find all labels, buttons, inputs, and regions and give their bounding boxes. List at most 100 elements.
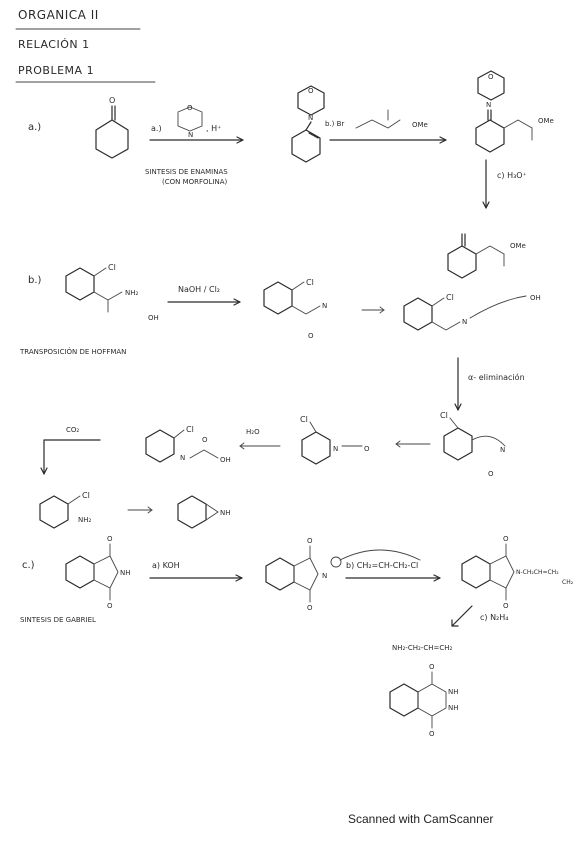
morpholine-n: N xyxy=(188,131,193,139)
phthalimide-o-bottom: O xyxy=(107,602,113,610)
hydrazine-reagent: c) N₂H₄ xyxy=(480,613,508,622)
hofmann-caption: TRANSPOSICIÓN DE HOFFMAN xyxy=(19,347,126,356)
co2-label: CO₂ xyxy=(66,426,79,434)
bromoester-chain xyxy=(355,119,401,129)
final-ester: OMe xyxy=(510,242,526,250)
nitrene-n: N xyxy=(500,446,505,454)
nchloro-o: O xyxy=(308,332,314,340)
isocyanate-cl: Cl xyxy=(300,415,308,424)
arrow-b2-head xyxy=(379,306,385,314)
allyl-o-top: O xyxy=(503,535,509,543)
gabriel-caption: SINTESIS DE GABRIEL xyxy=(20,616,96,624)
aziridine-product: NH xyxy=(177,495,231,529)
carbamic-oh: OH xyxy=(220,456,231,464)
chloro-amide-start: Cl NH₂ OH xyxy=(65,263,159,322)
carbamic-cl: Cl xyxy=(186,425,194,434)
hydrazide-nh-2: NH xyxy=(448,704,459,712)
arrow-b5-head xyxy=(239,442,245,450)
nchloro-cl: Cl xyxy=(306,278,314,287)
anion-o-top: O xyxy=(307,537,313,545)
water-label: H₂O xyxy=(246,428,260,436)
chloroamine-cl: Cl xyxy=(82,491,90,500)
arrow-b4-head xyxy=(395,440,401,448)
arrow-b6-head xyxy=(40,467,48,475)
anion-cl: Cl xyxy=(446,293,454,302)
nitrene-intermediate: Cl N O xyxy=(440,411,506,478)
allyl-o-bottom: O xyxy=(503,602,509,610)
carbonyl-oxygen: O xyxy=(109,96,115,105)
anion-oh: OH xyxy=(530,294,541,302)
phthalimide-anion: O O N xyxy=(265,537,421,612)
relation-title: RELACIÓN 1 xyxy=(18,38,90,51)
alkylated-iminium: O N OMe xyxy=(475,70,554,153)
step-a2-ester: OMe xyxy=(412,121,428,129)
enamine-caption-1: SINTESIS DE ENAMINAS xyxy=(145,168,228,176)
anion-o-bottom: O xyxy=(307,604,313,612)
enamine-o: O xyxy=(308,87,314,95)
phthalimide-o-top: O xyxy=(107,535,113,543)
acid-catalyst: , H⁺ xyxy=(206,124,221,133)
allyl-ch2: CH₂ xyxy=(562,579,574,586)
ketoester-product: OMe xyxy=(447,233,526,279)
nchloro-n: N xyxy=(322,302,327,310)
n-allylphthalimide: O O N-CH₂CH=CH₂ CH₂ xyxy=(461,535,574,610)
problem-title: PROBLEMA 1 xyxy=(18,64,95,77)
scanner-watermark: Scanned with CamScanner xyxy=(348,812,494,826)
alpha-elimination-label: α- eliminación xyxy=(468,372,525,382)
enamine: O N xyxy=(291,85,325,163)
arrow-b6 xyxy=(43,439,101,475)
anion-n: N xyxy=(462,318,467,326)
start-cl: Cl xyxy=(108,263,116,272)
cyclohexanone: O xyxy=(95,96,129,159)
allylamine-byproduct: NH₂-CH₂-CH=CH₂ xyxy=(392,644,452,652)
arrow-c3-head xyxy=(451,619,459,627)
start-nh2: NH₂ xyxy=(125,289,139,297)
hydrazide-o-top: O xyxy=(429,663,435,671)
phthalimide: O O NH xyxy=(65,535,131,610)
carbamic-o: O xyxy=(202,436,208,444)
morpholine-o: O xyxy=(187,104,193,112)
carbamic-acid: Cl N OH O xyxy=(145,425,231,464)
anion-n-gabriel: N xyxy=(322,572,327,580)
arrow-c1-head xyxy=(235,574,243,582)
hydrazide-o-bottom: O xyxy=(429,730,435,738)
arrow-b1-head xyxy=(233,298,241,306)
koh-reagent: a) KOH xyxy=(152,561,180,570)
nitrene-cl: Cl xyxy=(440,411,448,420)
arrow-a1-head xyxy=(236,136,244,144)
chloroamine: Cl NH₂ xyxy=(39,491,92,529)
aziridine-nh: NH xyxy=(220,509,231,517)
phthalhydrazide: O O NH NH xyxy=(389,663,459,738)
hofmann-reagent: NaOH / Cl₂ xyxy=(178,285,220,294)
enamine-caption-2: (CON MORFOLINA) xyxy=(162,178,228,186)
hydrazide-nh-1: NH xyxy=(448,688,459,696)
isocyanate-o: O xyxy=(364,445,370,453)
iminium-ester: OMe xyxy=(538,117,554,125)
nitrene-o: O xyxy=(488,470,494,478)
part-b-label: b.) xyxy=(28,275,42,286)
arrow-c3 xyxy=(451,605,473,627)
arrow-a3-head xyxy=(482,201,490,209)
arrow-b3-head xyxy=(454,403,462,411)
enamine-n: N xyxy=(308,114,313,122)
step-a1-label: a.) xyxy=(151,124,162,133)
part-a-label: a.) xyxy=(28,122,41,133)
allyl-substituent: N-CH₂CH=CH₂ xyxy=(516,569,559,576)
chloroamine-nh2: NH₂ xyxy=(78,516,92,524)
arrow-a2-head xyxy=(439,136,447,144)
course-title: ORGANICA II xyxy=(18,8,99,22)
start-oh: OH xyxy=(148,314,159,322)
arrow-c2-head xyxy=(433,574,441,582)
n-chloroamide: Cl N O xyxy=(263,278,327,340)
allyl-chloride-reagent: b) CH₂=CH-CH₂-Cl xyxy=(346,561,418,570)
phthalimide-nh: NH xyxy=(120,569,131,577)
step-a3-label: c) H₃O⁺ xyxy=(497,171,527,180)
carbamic-n: N xyxy=(180,454,185,462)
isocyanate: Cl N O xyxy=(300,415,370,465)
arrow-b7-head xyxy=(147,506,153,514)
amide-anion: Cl N OH xyxy=(403,293,541,331)
step-a2-label: b.) Br xyxy=(325,120,344,128)
part-c-label: c.) xyxy=(22,560,35,571)
